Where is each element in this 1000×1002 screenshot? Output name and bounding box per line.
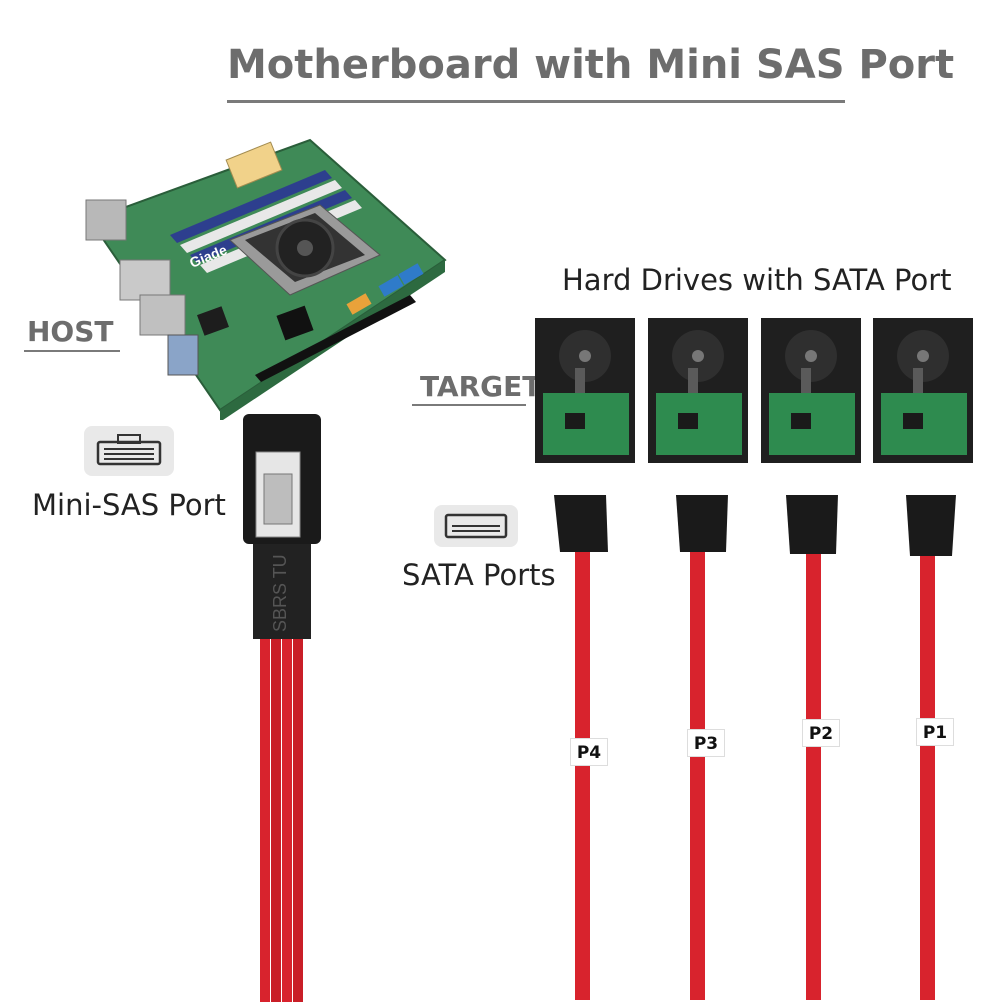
hard-drives-label: Hard Drives with SATA Port bbox=[562, 263, 952, 297]
host-underline bbox=[24, 350, 120, 352]
hard-drive-4 bbox=[873, 318, 973, 463]
page-title-wrap: Motherboard with Mini SAS Port bbox=[227, 42, 954, 88]
hard-drive-1 bbox=[535, 318, 635, 463]
hard-drives-image bbox=[535, 318, 973, 463]
mini-sas-port-icon bbox=[84, 426, 174, 476]
target-underline bbox=[412, 404, 526, 406]
motherboard-image: Giade bbox=[85, 138, 447, 420]
sata-port-icon bbox=[434, 505, 518, 547]
title-underline bbox=[227, 100, 845, 103]
target-label: TARGET bbox=[420, 370, 542, 403]
page-title: Motherboard with Mini SAS Port bbox=[227, 42, 955, 88]
sata-cables bbox=[554, 495, 956, 1000]
hard-drive-2 bbox=[648, 318, 748, 463]
cable-tag-p3: P3 bbox=[687, 729, 725, 757]
mini-sas-connector: SBRS TU bbox=[243, 414, 321, 1002]
sata-ports-label: SATA Ports bbox=[402, 558, 556, 592]
cable-tag-p1: P1 bbox=[916, 718, 954, 746]
mini-sas-port-label: Mini-SAS Port bbox=[32, 488, 226, 522]
cable-tag-p2: P2 bbox=[802, 719, 840, 747]
host-label: HOST bbox=[27, 315, 114, 348]
cable-tag-p4: P4 bbox=[570, 738, 608, 766]
connector-print: SBRS TU bbox=[270, 554, 290, 632]
hard-drive-3 bbox=[761, 318, 861, 463]
